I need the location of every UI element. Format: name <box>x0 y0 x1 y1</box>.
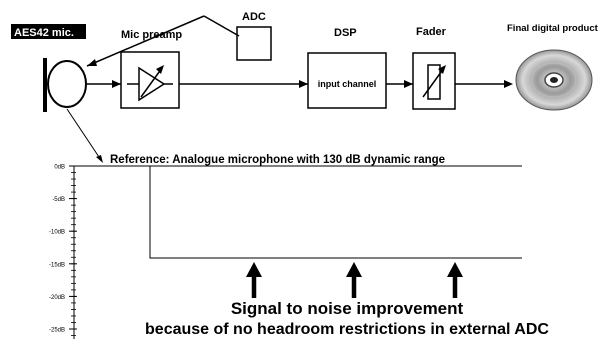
tick-label: -25dB <box>49 328 65 334</box>
reference-label: Reference: Analogue microphone with 130 … <box>110 154 445 166</box>
arrow-into-dsp <box>299 80 308 88</box>
adc-pointer-arrow <box>86 15 240 67</box>
tick-label: -20dB <box>49 295 65 301</box>
product-label: Final digital product <box>507 23 599 34</box>
major-ticks: 0dB -5dB -10dB -15dB -20dB -25dB <box>49 165 77 334</box>
caption-line-1: Signal to noise improvement <box>231 299 464 318</box>
mic-label-badge: AES42 mic. <box>11 24 86 39</box>
mic-label: AES42 mic. <box>14 27 74 39</box>
preamp-label: Mic preamp <box>121 29 182 41</box>
fader-label: Fader <box>416 26 447 38</box>
cd-disc-icon <box>515 49 593 111</box>
adc-label: ADC <box>242 11 266 23</box>
graph-axis: 0dB -5dB -10dB -15dB -20dB -25dB <box>49 165 77 339</box>
variable-resistor-icon <box>422 64 446 100</box>
tick-label: 0dB <box>54 165 65 171</box>
amplifier-icon <box>127 65 173 102</box>
fader-box <box>412 52 456 110</box>
tick-label: -5dB <box>52 197 65 203</box>
arrow-into-preamp <box>112 80 121 88</box>
caption-line-2: because of no headroom restrictions in e… <box>145 321 549 338</box>
adc-box <box>236 26 272 61</box>
improved-level-line <box>149 166 522 259</box>
tick-label: -10dB <box>49 230 65 236</box>
dsp-label: DSP <box>334 27 357 39</box>
tick-label: -15dB <box>49 262 65 268</box>
arrow-into-product <box>504 80 513 88</box>
improvement-arrow <box>447 262 463 298</box>
improvement-arrow <box>346 262 362 298</box>
mic-to-graph-arrow <box>66 108 103 163</box>
dsp-box <box>307 52 387 109</box>
microphone-icon <box>43 58 87 112</box>
improvement-arrow <box>246 262 262 298</box>
arrow-into-fader <box>404 80 413 88</box>
preamp-box <box>120 51 180 109</box>
dsp-inner-label: input channel <box>318 79 377 89</box>
